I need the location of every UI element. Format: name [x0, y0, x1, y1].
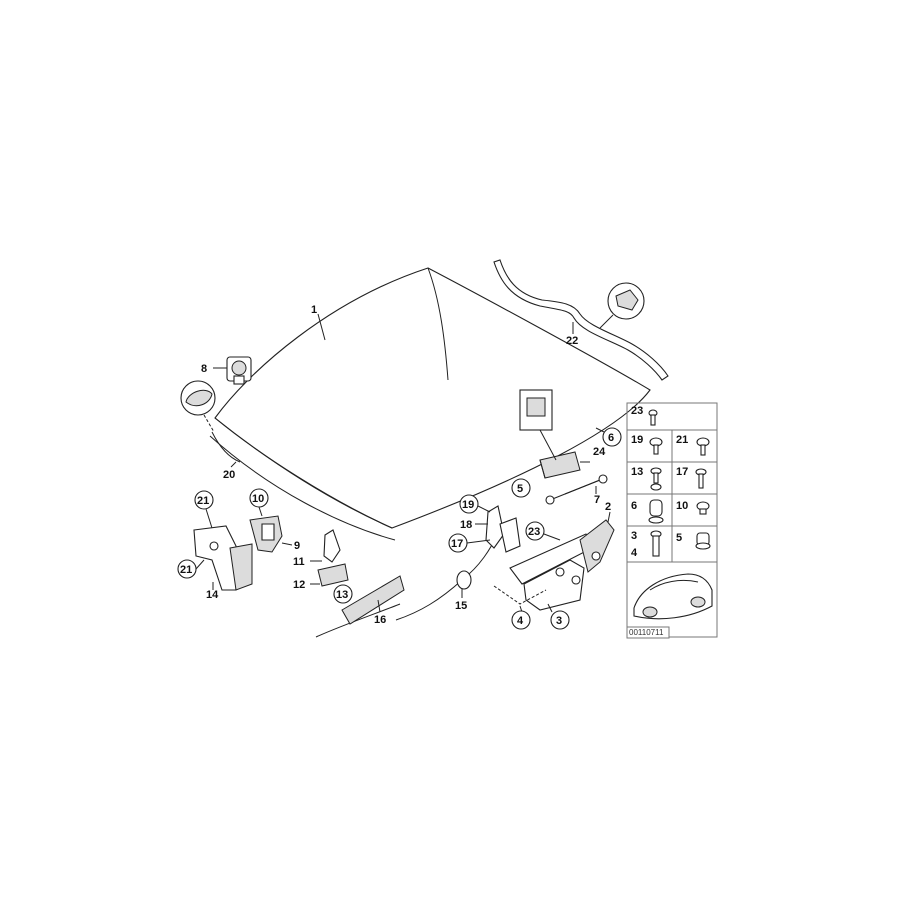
screw-17-icon [695, 468, 707, 489]
label-4: 4 [517, 615, 524, 627]
car-thumbnail-icon [633, 573, 713, 620]
label-8: 8 [201, 363, 207, 375]
bolt-3-4-icon [650, 530, 662, 557]
label-18: 18 [460, 519, 472, 531]
screw-23-icon [648, 409, 658, 426]
release-cable [315, 529, 501, 638]
insulation-pad [539, 451, 581, 479]
label-22: 22 [566, 335, 578, 347]
label-5: 5 [517, 483, 523, 495]
hood-latch [249, 515, 283, 553]
legend-3: 3 [631, 530, 637, 542]
legend-23: 23 [631, 405, 643, 417]
legend-19: 19 [631, 434, 643, 446]
label-24: 24 [593, 446, 606, 458]
label-23: 23 [528, 526, 540, 538]
legend-5: 5 [676, 532, 682, 544]
label-12: 12 [293, 579, 305, 591]
screw-19-icon [649, 437, 663, 455]
gas-strut [545, 474, 608, 505]
diagram-code-box: 00110711 [626, 626, 670, 639]
seal-profile-callout [180, 380, 216, 416]
legend-4: 4 [631, 547, 638, 559]
callout-labels: 1 2 3 4 5 6 7 8 9 10 11 12 13 14 15 16 1… [177, 304, 622, 630]
label-2: 2 [605, 501, 611, 513]
label-21-bottom: 21 [180, 564, 192, 576]
legend-13: 13 [631, 466, 643, 478]
label-19: 19 [462, 499, 474, 511]
nut-10-icon [696, 501, 710, 515]
bump-stop [226, 356, 252, 385]
label-16: 16 [374, 614, 386, 626]
fastener-legend: 23 19 21 13 17 6 [626, 402, 718, 638]
legend-10: 10 [676, 500, 688, 512]
label-6: 6 [608, 432, 614, 444]
pad-profile-callout [519, 389, 553, 431]
label-15: 15 [455, 600, 467, 612]
hood-panel [209, 267, 651, 541]
label-21-top: 21 [197, 495, 209, 507]
label-13: 13 [336, 589, 348, 601]
label-3: 3 [556, 615, 562, 627]
rear-seal-strip [493, 259, 669, 381]
label-20: 20 [223, 469, 235, 481]
label-17: 17 [451, 538, 463, 550]
label-11: 11 [293, 556, 305, 568]
label-10: 10 [252, 493, 264, 505]
label-7: 7 [594, 494, 600, 506]
label-1: 1 [311, 304, 317, 316]
label-14: 14 [206, 589, 219, 601]
safety-catch [317, 529, 349, 587]
seal-strip-profile-callout [607, 282, 645, 320]
label-9: 9 [294, 540, 300, 552]
lock-bracket [193, 525, 253, 591]
legend-17: 17 [676, 466, 688, 478]
legend-21: 21 [676, 434, 688, 446]
diagram-code: 00110711 [629, 628, 664, 637]
bolt-13-icon [650, 467, 662, 491]
nut-6-icon [648, 499, 664, 524]
hood-seal [211, 431, 241, 463]
nut-5-icon [695, 532, 711, 550]
legend-6: 6 [631, 500, 637, 512]
screw-21-icon [696, 437, 710, 456]
hinge-assembly [485, 505, 615, 611]
